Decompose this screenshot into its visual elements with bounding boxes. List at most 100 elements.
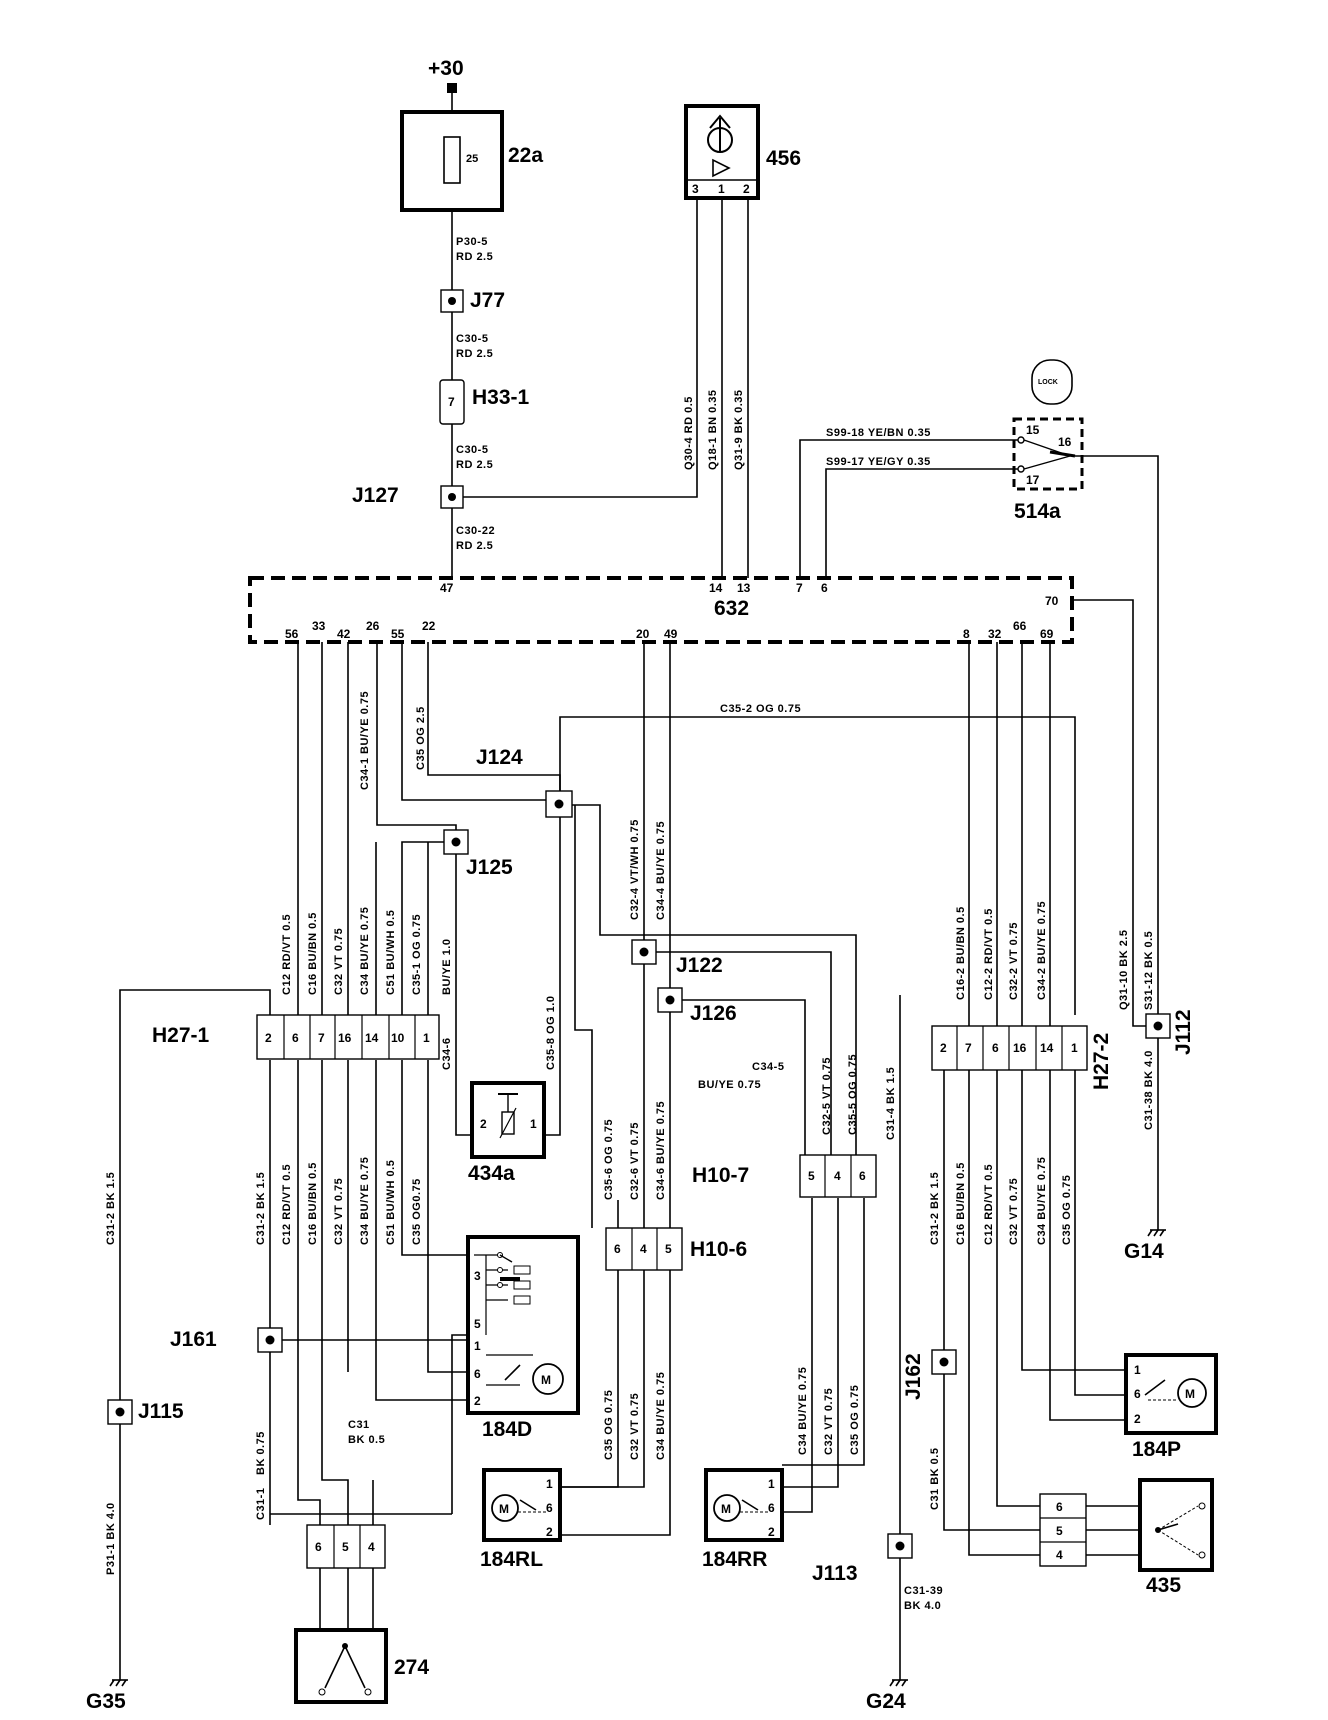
component-pin: 1 bbox=[474, 1339, 481, 1353]
component-184d-label: 184D bbox=[482, 1418, 532, 1441]
wire-label: C34-1 BU/YE 0.75 bbox=[359, 691, 371, 790]
junction-j112-label: J112 bbox=[1172, 1009, 1195, 1055]
component-pin: 1 bbox=[530, 1117, 537, 1131]
connector-pin: 7 bbox=[318, 1031, 325, 1045]
fuse-rating: 25 bbox=[466, 153, 478, 165]
connector-pin: 5 bbox=[1056, 1524, 1063, 1538]
component-274-label: 274 bbox=[394, 1656, 429, 1679]
junction-dot bbox=[1153, 1021, 1163, 1031]
component-pin: 2 bbox=[474, 1394, 481, 1408]
component-274 bbox=[294, 1628, 388, 1704]
connector-pin: 6 bbox=[315, 1540, 322, 1554]
connector-h33-1 bbox=[439, 379, 465, 425]
wire-label: C51 BU/WH 0.5 bbox=[385, 1160, 397, 1245]
wire-label: C34 BU/YE 0.75 bbox=[359, 1157, 371, 1245]
connector-pin: 14 bbox=[365, 1031, 379, 1045]
wire-label: C34-5 bbox=[752, 1061, 784, 1073]
wire-label: C32 VT 0.75 bbox=[823, 1388, 835, 1455]
supply-label: +30 bbox=[428, 57, 464, 80]
component-pin: 16 bbox=[1058, 435, 1072, 449]
wire-label: C31 bbox=[348, 1419, 370, 1431]
motor-icon bbox=[713, 1494, 741, 1522]
wire-label: C34-4 BU/YE 0.75 bbox=[655, 821, 667, 920]
connector-435 bbox=[1039, 1493, 1087, 1567]
connector-pin: 2 bbox=[940, 1041, 947, 1055]
control-module-632 bbox=[248, 576, 1074, 644]
wire-label: RD 2.5 bbox=[456, 251, 493, 263]
component-184rr-label: 184RR bbox=[702, 1548, 767, 1571]
component-pin: 3 bbox=[474, 1269, 481, 1283]
component-pin: 1 bbox=[768, 1477, 775, 1491]
component-pin: 2 bbox=[546, 1525, 553, 1539]
wire-label: C31-38 BK 4.0 bbox=[1143, 1050, 1155, 1130]
wire-label: BU/YE 0.75 bbox=[698, 1079, 761, 1091]
lock-symbol bbox=[1031, 359, 1073, 405]
wire-label: BK 0.75 bbox=[255, 1431, 267, 1475]
wire-label: C35-2 OG 0.75 bbox=[720, 703, 801, 715]
motor-label: M bbox=[541, 1373, 551, 1387]
component-pin: 17 bbox=[1026, 473, 1040, 487]
ground-g14-label: G14 bbox=[1124, 1240, 1164, 1263]
wire-label: S99-17 YE/GY 0.35 bbox=[826, 456, 931, 468]
junction-j122-label: J122 bbox=[676, 954, 723, 977]
amplifier-icon bbox=[712, 158, 731, 178]
motor-icon bbox=[491, 1494, 519, 1522]
module-pin: 47 bbox=[440, 581, 454, 595]
wire-label: C35 OG 0.75 bbox=[849, 1385, 861, 1455]
module-pin: 70 bbox=[1045, 594, 1059, 608]
junction-j161-label: J161 bbox=[170, 1328, 217, 1351]
connector-h10-6 bbox=[605, 1227, 683, 1271]
wire-label: BK 0.5 bbox=[348, 1434, 385, 1446]
connector-h10-7 bbox=[799, 1154, 877, 1198]
connector-pin: 4 bbox=[834, 1169, 841, 1183]
junction-dot bbox=[554, 799, 564, 809]
connector-pin: 5 bbox=[665, 1242, 672, 1256]
junction-j113-label: J113 bbox=[812, 1562, 858, 1585]
wire-label: C31-4 BK 1.5 bbox=[885, 1067, 897, 1140]
wires bbox=[119, 88, 1159, 1680]
wire-label: C34-6 bbox=[441, 1038, 453, 1070]
connector-pin: 1 bbox=[423, 1031, 430, 1045]
junction-dot bbox=[448, 493, 456, 501]
component-pin: 1 bbox=[1134, 1363, 1141, 1377]
wire-label: C35-8 OG 1.0 bbox=[545, 996, 557, 1070]
wire-label: C32-6 VT 0.75 bbox=[629, 1122, 641, 1200]
module-pin: 33 bbox=[312, 619, 326, 633]
wire-label: C32 VT 0.75 bbox=[333, 1178, 345, 1245]
wire-label: BK 4.0 bbox=[904, 1600, 941, 1612]
junction-j125-label: J125 bbox=[466, 856, 513, 879]
wire-label: C35-6 OG 0.75 bbox=[603, 1119, 615, 1200]
connector-pin: 5 bbox=[808, 1169, 815, 1183]
component-pin: 3 bbox=[692, 182, 699, 196]
component-pin: 6 bbox=[546, 1501, 553, 1515]
component-514a-label: 514a bbox=[1014, 500, 1061, 523]
component-pin: 1 bbox=[546, 1477, 553, 1491]
junction-dot bbox=[895, 1541, 905, 1551]
resistor-icon bbox=[513, 1295, 531, 1305]
wire-label: C32-5 VT 0.75 bbox=[821, 1057, 833, 1135]
connector-pin: 16 bbox=[1013, 1041, 1027, 1055]
connector-pin: 1 bbox=[1071, 1041, 1078, 1055]
wire-label: RD 2.5 bbox=[456, 348, 493, 360]
wire-label: C35 OG 0.75 bbox=[1061, 1175, 1073, 1245]
wire-label: C35-1 OG 0.75 bbox=[411, 914, 423, 995]
module-pin: 32 bbox=[988, 627, 1002, 641]
wire-label: C32-2 VT 0.75 bbox=[1008, 922, 1020, 1000]
component-pin: 5 bbox=[474, 1317, 481, 1331]
wire-label: RD 2.5 bbox=[456, 540, 493, 552]
wire-label: C16 BU/BN 0.5 bbox=[307, 912, 319, 995]
wire-label: RD 2.5 bbox=[456, 459, 493, 471]
wire-label: C16 BU/BN 0.5 bbox=[307, 1162, 319, 1245]
component-pin: 15 bbox=[1026, 423, 1040, 437]
wire-label: Q30-4 RD 0.5 bbox=[683, 396, 695, 470]
motor-label: M bbox=[499, 1502, 509, 1516]
wire-label: C31-2 BK 1.5 bbox=[255, 1172, 267, 1245]
wire-label: Q31-9 BK 0.35 bbox=[733, 390, 745, 470]
wire-label: C30-22 bbox=[456, 525, 495, 537]
component-184p-label: 184P bbox=[1132, 1438, 1181, 1461]
connector-pin: 4 bbox=[368, 1540, 375, 1554]
connector-pin: 6 bbox=[1056, 1500, 1063, 1514]
connector-h27-1 bbox=[256, 1014, 440, 1060]
